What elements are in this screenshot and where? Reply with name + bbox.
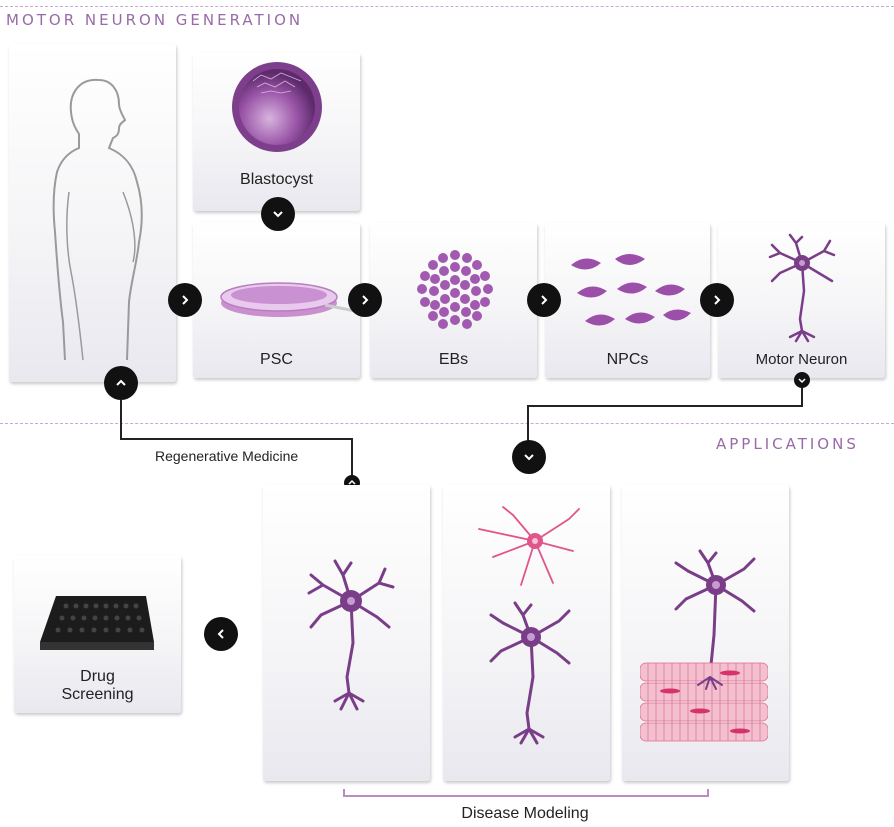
chevron-left-icon [215,628,227,640]
motor-neuron-card: Motor Neuron [718,223,885,378]
connector-line [527,405,529,445]
astrocyte-icon [473,495,583,595]
chevron-right-button-psc[interactable] [348,283,382,317]
regenerative-medicine-label: Regenerative Medicine [153,448,300,464]
chevron-up-button-regenerative[interactable] [104,366,138,400]
connector-start-motor-neuron [794,372,810,388]
disease-model-card-nmj [622,485,789,781]
drug-screening-card: Drug Screening [14,556,181,713]
chevron-right-icon [711,294,723,306]
psc-card: PSC [193,223,360,378]
section-title-generation: MOTOR NEURON GENERATION [6,11,303,29]
motor-neuron-label: Motor Neuron [718,351,885,368]
motor-neuron-icon [485,597,575,747]
npc-cells-icon [567,251,693,337]
connector-line [351,438,353,478]
chevron-left-button-drug-screening[interactable] [204,617,238,651]
ebs-label: EBs [370,351,537,369]
human-silhouette-icon [39,72,149,362]
chevron-right-button-human[interactable] [168,283,202,317]
middle-divider [0,423,894,424]
embryoid-bodies-icon [410,245,500,335]
chevron-right-button-npcs[interactable] [700,283,734,317]
chevron-right-icon [179,294,191,306]
npcs-card: NPCs [545,223,710,378]
drug-screening-label-line2: Screening [14,686,181,704]
npcs-label: NPCs [545,351,710,369]
human-card [9,44,176,382]
chevron-down-icon [798,376,806,384]
connector-line [120,438,353,440]
petri-dish-icon [217,273,357,323]
blastocyst-icon [231,61,323,153]
disease-model-card-coculture [443,485,610,781]
chevron-up-icon [115,377,127,389]
chevron-down-button-blastocyst[interactable] [261,197,295,231]
disease-modeling-label: Disease Modeling [0,805,894,823]
blastocyst-label: Blastocyst [193,171,360,189]
chevron-right-icon [359,294,371,306]
drug-screening-label: Drug Screening [14,668,181,704]
psc-label: PSC [193,351,360,369]
blastocyst-card: Blastocyst [193,53,360,211]
motor-neuron-icon [766,231,836,343]
muscle-fiber-icon [640,661,768,745]
motor-neuron-icon [305,553,395,713]
disease-model-card-neuron [263,485,430,781]
section-title-applications: APPLICATIONS [716,435,859,453]
well-plate-icon [36,590,158,660]
connector-line [801,388,803,406]
chevron-right-icon [538,294,550,306]
connector-line [120,400,122,438]
disease-modeling-bracket [343,795,709,797]
chevron-down-icon [523,451,535,463]
chevron-down-button-disease-modeling[interactable] [512,440,546,474]
top-divider [0,6,894,7]
ebs-card: EBs [370,223,537,378]
chevron-down-icon [272,208,284,220]
disease-modeling-bracket-right [707,789,709,797]
chevron-right-button-ebs[interactable] [527,283,561,317]
connector-line [527,405,803,407]
drug-screening-label-line1: Drug [14,668,181,686]
disease-modeling-bracket-left [343,789,345,797]
